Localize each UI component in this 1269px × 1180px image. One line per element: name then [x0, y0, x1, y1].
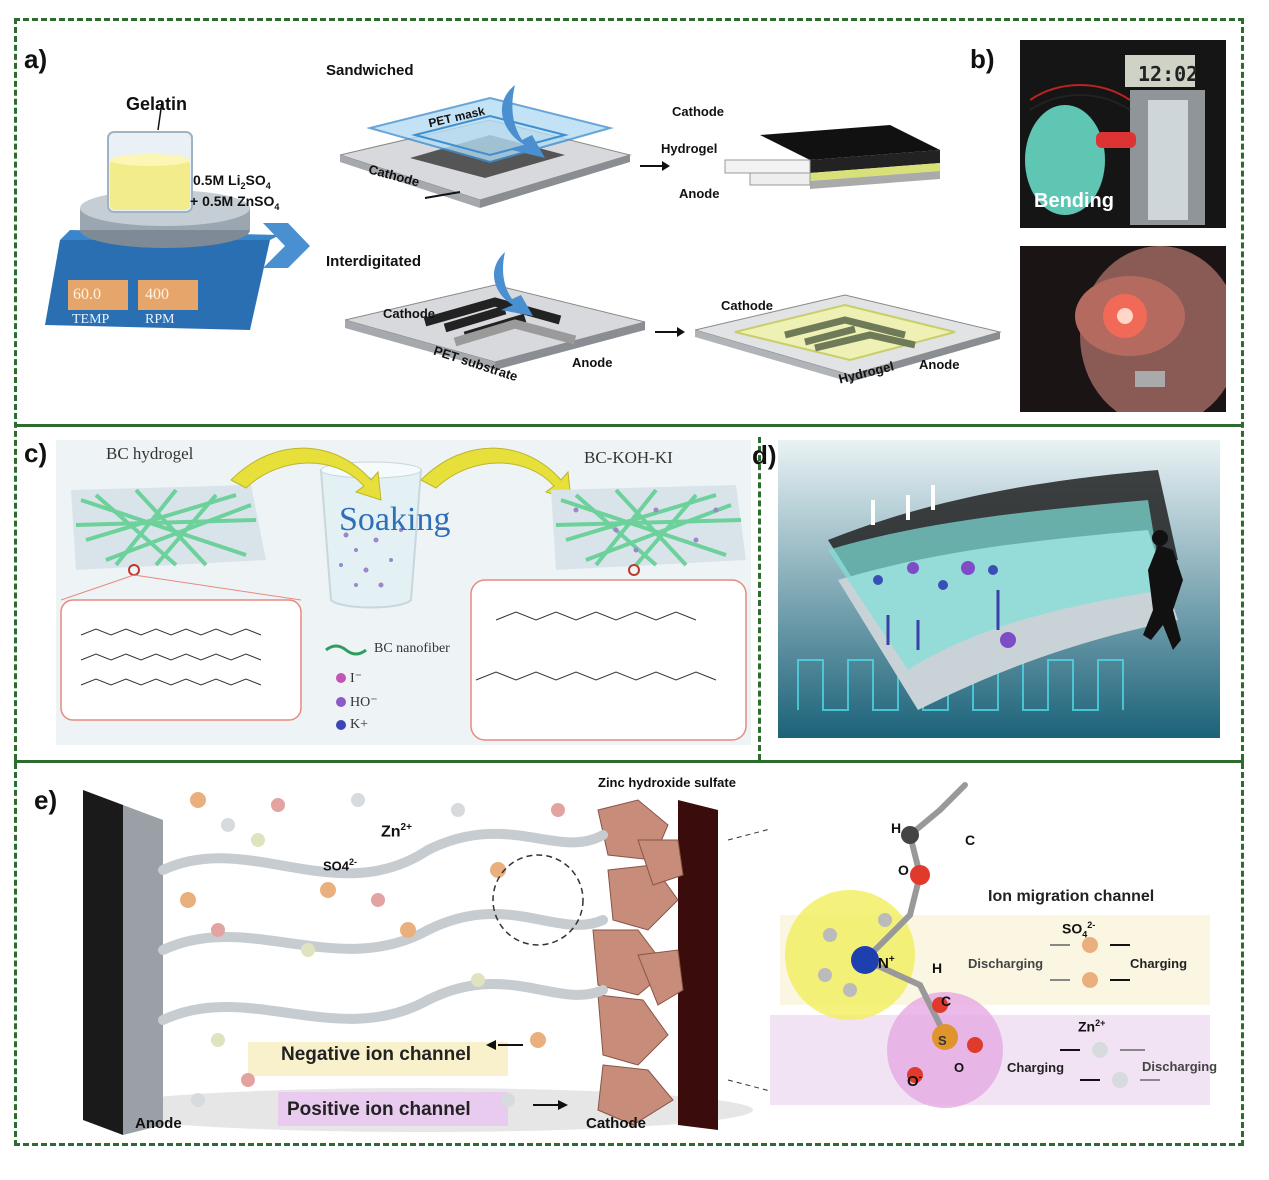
- atom-o-minus-label: O-: [907, 1072, 923, 1090]
- zn-ion-label: Zn2+: [381, 822, 412, 841]
- hotplate-illustration: [45, 101, 280, 330]
- solution-label-line2: + 0.5M ZnSO4: [190, 193, 280, 212]
- ion-migration-channel-label: Ion migration channel: [988, 888, 1155, 905]
- positive-ion-channel-label: Positive ion channel: [287, 1099, 471, 1120]
- rpm-label: RPM: [145, 312, 175, 327]
- sandwiched-label: Sandwiched: [326, 62, 414, 79]
- negative-ion-channel-label: Negative ion channel: [281, 1044, 472, 1065]
- panel-a-letter: a): [24, 44, 48, 74]
- panel-divider-vertical: [758, 437, 761, 760]
- panel-e-letter: e): [34, 785, 58, 815]
- anode-stack-label: Anode: [679, 186, 720, 201]
- cathode-interdigitated-label: Cathode: [383, 306, 435, 321]
- bc-koh-ki-label: BC-KOH-KI: [584, 448, 673, 467]
- panel-divider-bottom: [14, 760, 1244, 763]
- interdigitated-label: Interdigitated: [326, 253, 422, 270]
- battery-channel-diagram: [83, 790, 768, 1135]
- atom-c2-label: C: [941, 993, 952, 1009]
- atom-c-label: C: [965, 832, 976, 848]
- so4-ion-label: SO42-: [323, 857, 358, 874]
- soaking-label: Soaking: [339, 501, 451, 538]
- bc-hydrogel-label: BC hydrogel: [106, 444, 194, 463]
- legend-nanofiber: BC nanofiber: [374, 641, 450, 656]
- arrow-right-icon: [655, 327, 685, 337]
- atom-s-label: S: [938, 1033, 947, 1048]
- panel-d-letter: d): [752, 440, 777, 470]
- bc-soaking-diagram: [56, 440, 751, 745]
- cathode-result-label: Cathode: [721, 298, 773, 313]
- bending-label: Bending: [1034, 190, 1114, 212]
- rpm-display: 400: [145, 286, 169, 303]
- atom-o2-label: O: [954, 1060, 965, 1075]
- panel-c-letter: c): [24, 438, 48, 468]
- atom-h-label: H: [891, 820, 902, 836]
- arrow-right-icon: [640, 161, 670, 171]
- charging-top-label: Charging: [1130, 956, 1188, 971]
- led-photo: [1020, 246, 1226, 412]
- anode-label: Anode: [135, 1115, 182, 1132]
- temp-label: TEMP: [72, 312, 110, 327]
- cathode-label: Cathode: [586, 1115, 646, 1132]
- atom-n-label: N+: [878, 954, 895, 972]
- chevron-right-icon: [263, 223, 310, 268]
- so4-ion-inset-label: SO42-: [1062, 920, 1096, 940]
- legend-hydroxide: HO⁻: [350, 695, 378, 710]
- ion-migration-molecule: [770, 782, 1210, 1108]
- panel-b-letter: b): [970, 44, 995, 74]
- anode-interdigitated-label: Anode: [572, 355, 613, 370]
- legend-iodide: I⁻: [350, 671, 363, 686]
- zn-ion-inset-label: Zn2+: [1078, 1018, 1106, 1035]
- zinc-hydroxide-sulfate-label: Zinc hydroxide sulfate: [598, 775, 736, 790]
- atom-o-label: O: [898, 862, 909, 878]
- clock-display: 12:02: [1138, 62, 1199, 86]
- interdigitated-result: [695, 294, 1002, 382]
- charging-bottom-label: Charging: [1007, 1060, 1065, 1075]
- interdigitated-assembly: [345, 252, 646, 370]
- sandwiched-assembly: [340, 85, 632, 208]
- legend-potassium: K+: [350, 717, 369, 732]
- anode-result-label: Anode: [919, 357, 960, 372]
- wearable-device-illustration: [778, 440, 1220, 738]
- hydrogel-stack-label: Hydrogel: [661, 141, 718, 156]
- atom-h2-label: H: [932, 960, 943, 976]
- solution-label-line1: 0.5M Li2SO4: [193, 172, 271, 191]
- bending-photo: 12:02 Bending: [1020, 40, 1226, 228]
- discharging-bottom-label: Discharging: [1142, 1059, 1218, 1074]
- panel-divider-top: [14, 424, 1244, 427]
- cathode-stack-label: Cathode: [672, 104, 724, 119]
- temp-display: 60.0: [73, 286, 101, 303]
- figure-frame: [14, 18, 1244, 1146]
- gelatin-label: Gelatin: [126, 94, 188, 114]
- sandwiched-stack: [724, 125, 940, 189]
- discharging-top-label: Discharging: [968, 956, 1044, 971]
